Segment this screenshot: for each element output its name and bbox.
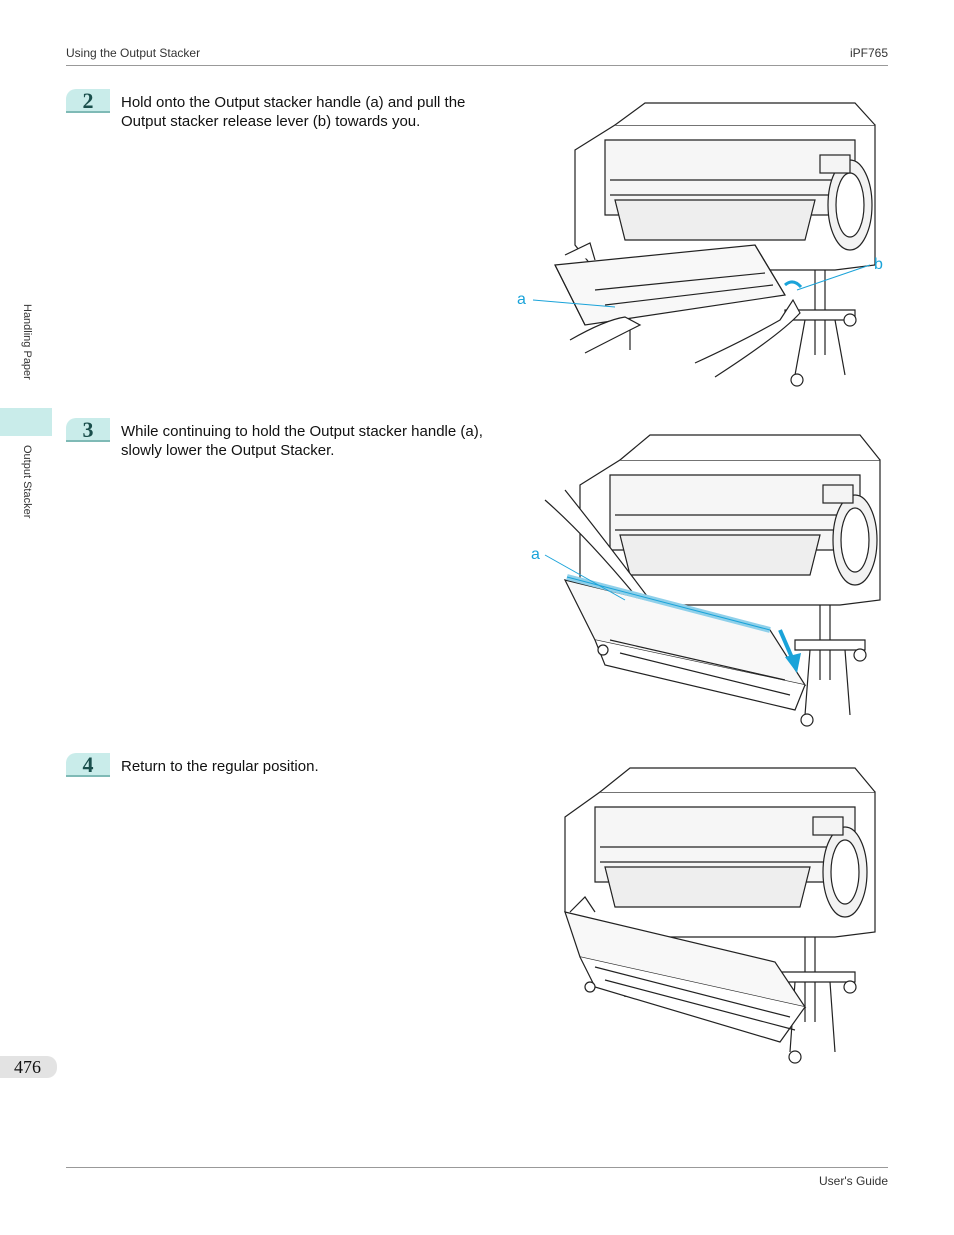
footer-rule	[66, 1167, 888, 1168]
step-number-badge: 4	[66, 753, 110, 777]
step-instruction: Return to the regular position.	[121, 758, 319, 775]
callout-label-a: a	[517, 291, 526, 308]
illustration-pull-release-lever: a b	[515, 95, 895, 395]
header-rule	[66, 65, 888, 66]
running-header-section: Using the Output Stacker	[66, 46, 201, 60]
callout-label-a: a	[531, 546, 540, 563]
step-instruction: While continuing to hold the Output stac…	[121, 423, 483, 459]
illustration-regular-position	[555, 762, 880, 1067]
running-footer-guide: User's Guide	[819, 1174, 888, 1188]
page-number: 476	[0, 1056, 57, 1078]
sidebar-chapter: Handling Paper	[21, 304, 33, 380]
callout-label-b: b	[874, 256, 883, 273]
step-number-badge: 2	[66, 89, 110, 113]
sidebar-tab-marker	[0, 408, 52, 436]
running-header-model: iPF765	[849, 46, 888, 60]
illustration-lower-stacker: a	[525, 425, 890, 730]
step-number-badge: 3	[66, 418, 110, 442]
step-instruction: Hold onto the Output stacker handle (a) …	[121, 94, 466, 130]
sidebar-section: Output Stacker	[21, 445, 33, 519]
